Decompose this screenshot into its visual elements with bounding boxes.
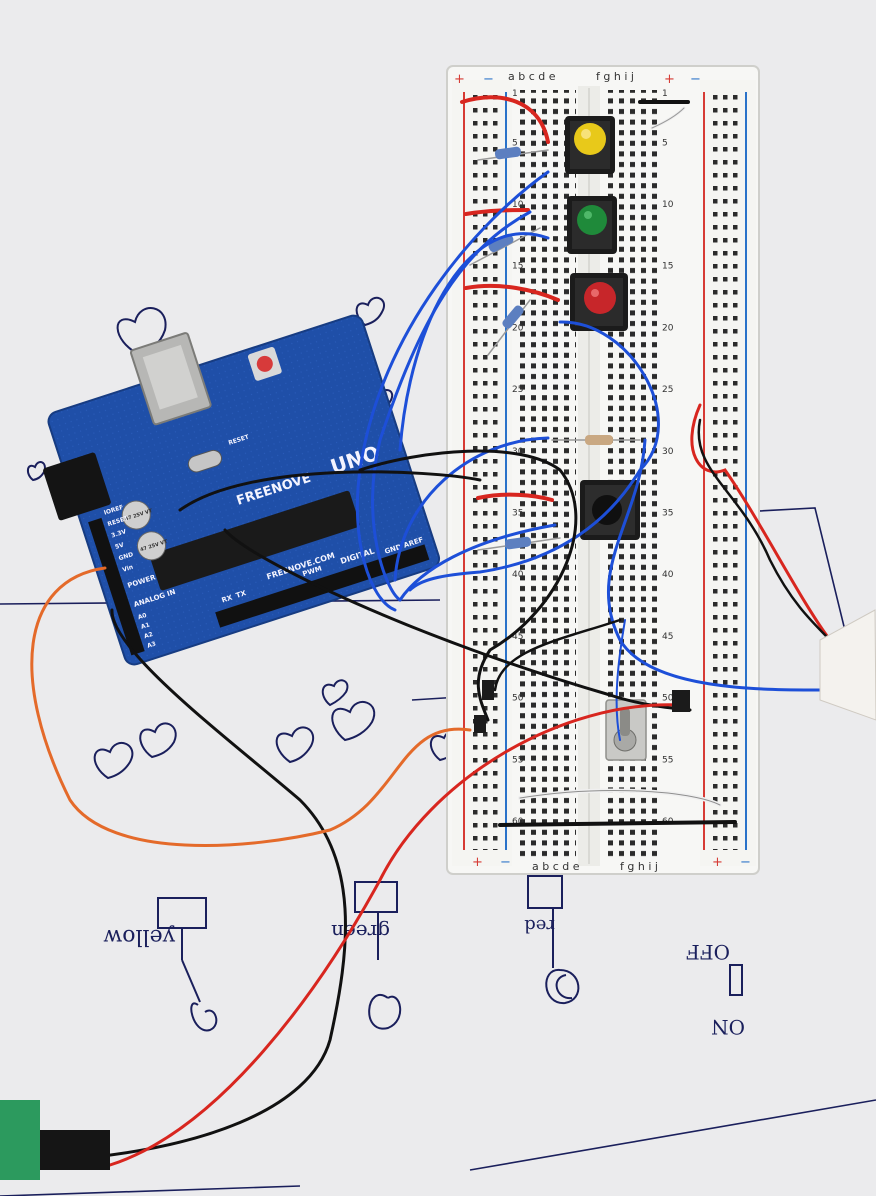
rail-plus-top-right: +: [664, 72, 675, 87]
columns-top-left: a b c d e: [508, 70, 556, 83]
columns-top-right: f g h i j: [596, 70, 634, 83]
row-number-left-1: 1: [512, 89, 518, 99]
rail-minus-bottom-left: −: [500, 855, 511, 870]
row-number-left-30: 30: [512, 447, 524, 457]
push-button-green: [567, 196, 617, 254]
label-a0: A0: [137, 612, 148, 621]
resistors: [469, 146, 641, 551]
row-number-right-30: 30: [662, 447, 674, 457]
rail-minus-top-left: −: [483, 72, 494, 87]
row-number-right-25: 25: [662, 385, 673, 395]
label-tx: TX: [235, 589, 248, 600]
long-wires: [0, 170, 876, 1180]
row-number-left-40: 40: [512, 570, 524, 580]
rail-plus-top-left: +: [454, 72, 465, 87]
crystal: [187, 449, 223, 473]
digital-header: [215, 544, 430, 628]
row-number-left-55: 55: [512, 755, 523, 765]
push-button-red: [570, 273, 628, 331]
row-number-left-15: 15: [512, 262, 523, 272]
label-5v: 5V: [114, 541, 125, 550]
microcontroller-chip: [149, 490, 360, 591]
rail-minus-top-right: −: [690, 72, 701, 87]
label-3v3: 3.3V: [110, 528, 127, 539]
row-number-right-1: 1: [662, 89, 668, 99]
row-number-left-45: 45: [512, 632, 523, 642]
handwritten-labels: yellow green red OFF ON: [103, 915, 745, 1039]
label-yellow: yellow: [103, 924, 176, 949]
label-rx: RX: [221, 593, 234, 604]
row-number-right-50: 50: [662, 694, 674, 704]
row-number-right-55: 55: [662, 755, 673, 765]
label-off: OFF: [686, 940, 730, 964]
label-a1: A1: [140, 621, 151, 630]
columns-bottom-right: f g h i j: [620, 860, 658, 873]
label-green: green: [331, 920, 390, 944]
row-number-left-10: 10: [512, 200, 524, 210]
push-button-yellow: [565, 116, 615, 174]
row-number-left-5: 5: [512, 138, 518, 148]
doodle-hearts: [27, 296, 464, 780]
row-number-right-40: 40: [662, 570, 674, 580]
doodle-schematic: [157, 875, 743, 1032]
row-number-left-25: 25: [512, 385, 523, 395]
bottom-connector: [0, 1100, 40, 1180]
power-jack: [43, 452, 111, 521]
row-number-left-50: 50: [512, 694, 524, 704]
rail-plus-bottom-left: +: [472, 855, 483, 870]
row-number-right-15: 15: [662, 262, 673, 272]
label-a3: A3: [146, 640, 157, 649]
row-number-left-20: 20: [512, 323, 524, 333]
columns-bottom-left: a b c d e: [532, 860, 580, 873]
rail-plus-bottom-right: +: [712, 855, 723, 870]
label-red: red: [524, 915, 555, 936]
label-on: ON: [711, 1015, 745, 1039]
row-number-right-35: 35: [662, 509, 673, 519]
arduino-board: 47 25V VT 47 25V VT FREENOVE UNO FREENOV…: [43, 314, 441, 666]
short-jumpers: [460, 95, 737, 827]
rail-minus-bottom-right: −: [740, 855, 751, 870]
label-vin: Vin: [122, 564, 135, 574]
capacitors: 47 25V VT 47 25V VT: [121, 500, 169, 561]
row-number-right-20: 20: [662, 323, 674, 333]
row-number-left-60: 60: [512, 817, 524, 827]
row-number-right-5: 5: [662, 138, 668, 148]
row-number-left-35: 35: [512, 509, 523, 519]
label-gnd-power: GND: [118, 551, 134, 562]
row-number-right-45: 45: [662, 632, 673, 642]
label-a2: A2: [143, 631, 154, 640]
row-number-right-10: 10: [662, 200, 674, 210]
